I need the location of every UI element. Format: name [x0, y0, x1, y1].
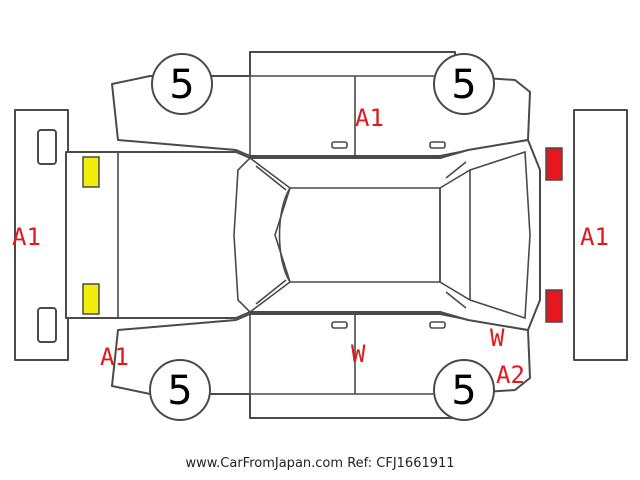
tire-rear-right-grade: 5	[169, 62, 194, 108]
mark-left-side-door: W	[351, 340, 366, 368]
tire-rear-left: 5	[149, 359, 211, 421]
footer-credit: www.CarFromJapan.com Ref: CFJ1661911	[0, 456, 640, 471]
mark-front-bumper: A1	[580, 223, 609, 251]
front-light-top	[545, 147, 563, 181]
mark-rear-bumper: A1	[12, 223, 41, 251]
hood	[469, 150, 531, 320]
right-side-outline	[111, 51, 531, 157]
rear-light-top	[82, 156, 100, 188]
front-light-bottom	[545, 289, 563, 323]
footer-ref: Ref: CFJ1661911	[347, 456, 455, 471]
mark-front-left-corner: A2	[496, 361, 525, 389]
rear-bumper-right-bracket	[37, 307, 57, 343]
mark-front-left-fender: W	[490, 324, 505, 352]
tire-front-left: 5	[433, 359, 495, 421]
footer-site: www.CarFromJapan.com	[185, 456, 344, 471]
body-top-view	[65, 139, 541, 331]
rear-glass	[233, 156, 291, 314]
roof	[278, 187, 441, 283]
tire-front-right: 5	[433, 53, 495, 115]
rear-light-bottom	[82, 283, 100, 315]
front-bumper	[573, 109, 628, 361]
mark-rear-left-corner: A1	[100, 343, 129, 371]
tire-rear-right: 5	[151, 53, 213, 115]
rear-bumper-left-bracket	[37, 129, 57, 165]
tire-front-left-grade: 5	[451, 368, 476, 414]
tire-rear-left-grade: 5	[167, 368, 192, 414]
tire-front-right-grade: 5	[451, 62, 476, 108]
mark-roof-right-side: A1	[355, 104, 384, 132]
rear-bumper	[14, 109, 69, 361]
